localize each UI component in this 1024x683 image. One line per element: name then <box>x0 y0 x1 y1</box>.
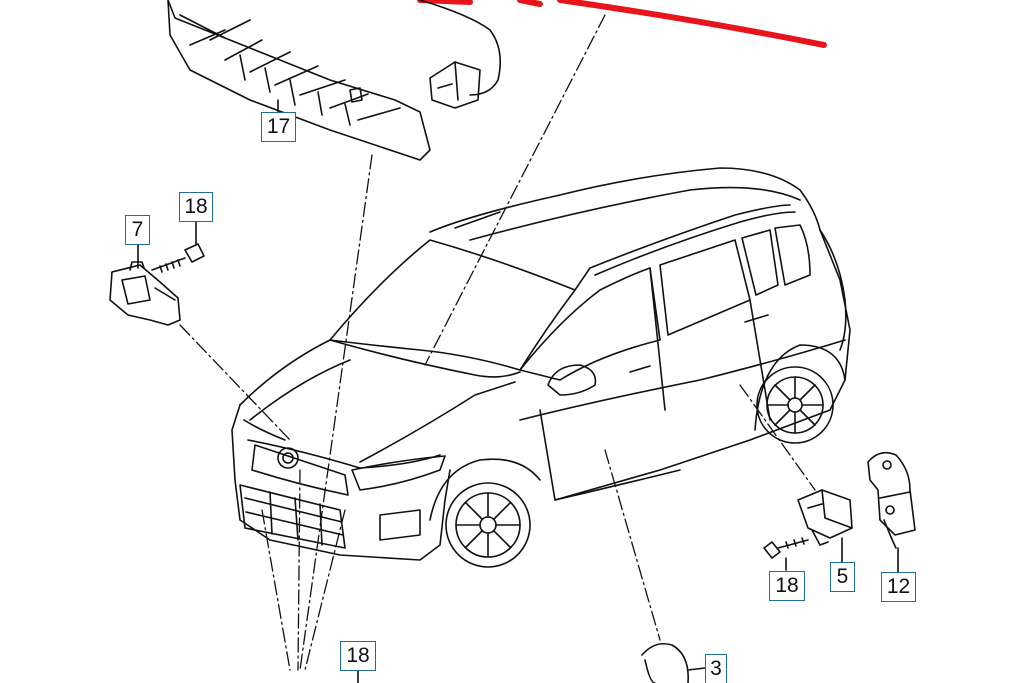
callout-18-right: 18 <box>769 571 805 601</box>
round-cap <box>641 642 706 683</box>
car <box>231 167 851 568</box>
callout-7: 7 <box>125 215 150 245</box>
top-sensor-with-cable <box>419 0 501 109</box>
callout-3: 3 <box>705 654 727 683</box>
callout-18-bottom: 18 <box>340 641 376 671</box>
left-sensor <box>109 261 181 326</box>
callout-5: 5 <box>830 562 855 592</box>
bracket <box>867 451 916 549</box>
leader-lines <box>179 14 816 671</box>
callout-12: 12 <box>881 572 916 602</box>
highlight-line <box>417 0 827 48</box>
bolt-right <box>763 537 809 559</box>
callout-17: 17 <box>261 112 296 142</box>
bolt-left <box>151 243 205 273</box>
bumper-reinforcement <box>167 0 431 161</box>
callout-18-left: 18 <box>179 192 213 222</box>
right-sensor <box>797 489 853 546</box>
